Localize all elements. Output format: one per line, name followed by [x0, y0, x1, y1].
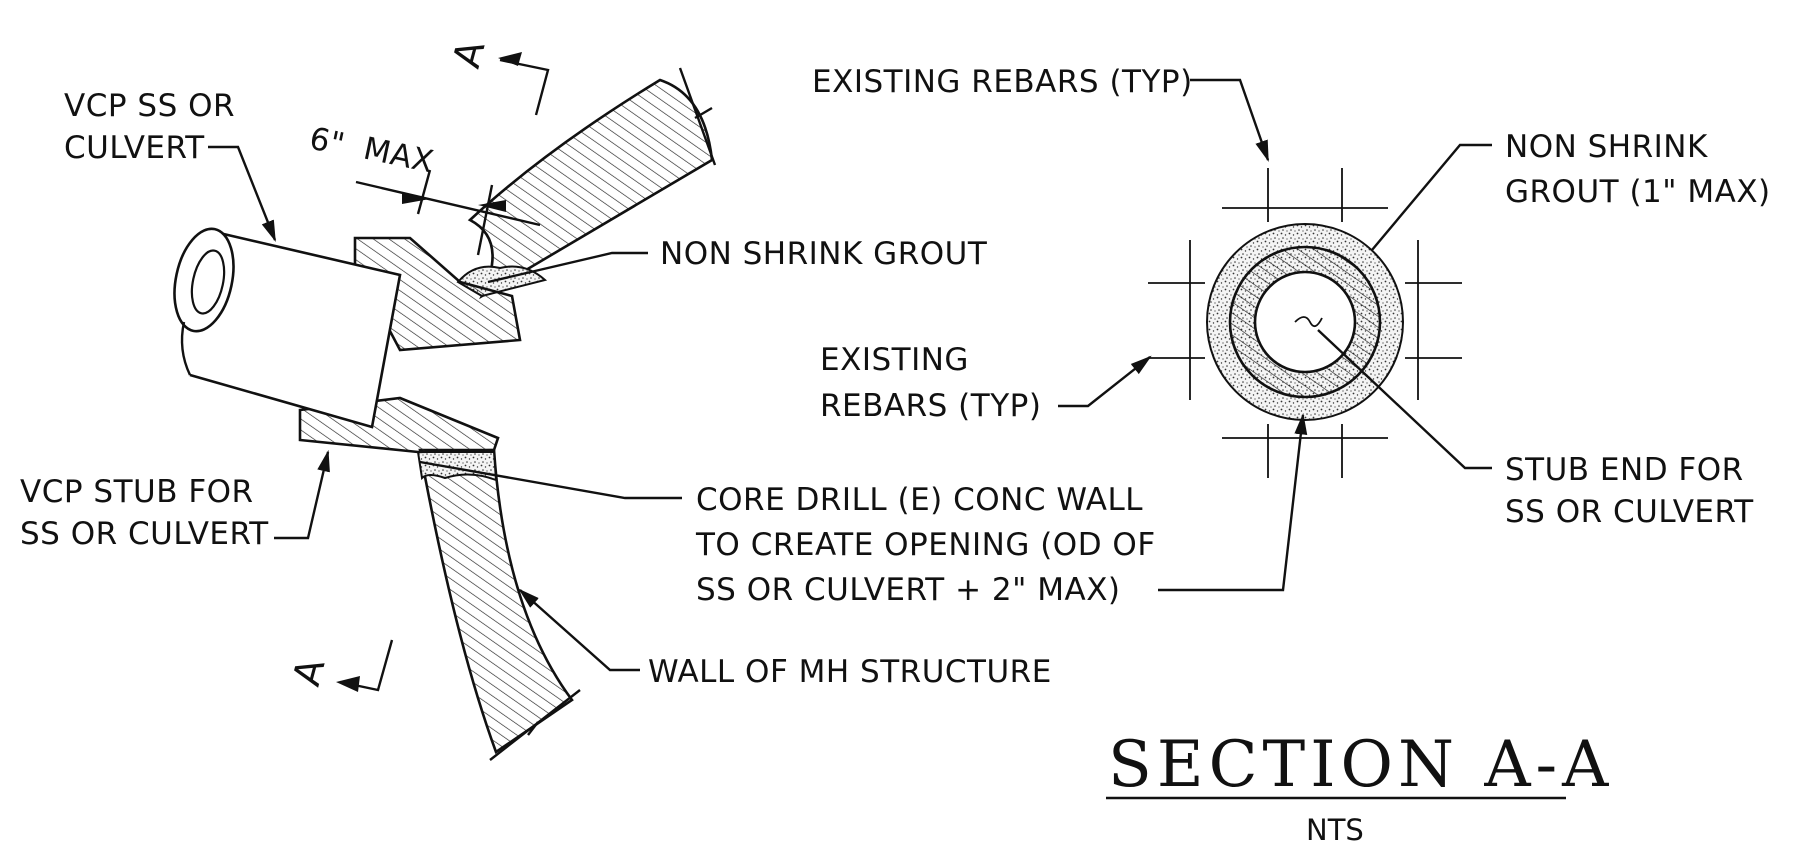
leader-non-shrink-grout: [487, 251, 648, 284]
label-existing-rebars-top: EXISTING REBARS (TYP): [812, 64, 1193, 100]
leader-vcp-stub: [274, 449, 330, 540]
section-marker-top: A: [444, 36, 550, 116]
dim-tick-left: [416, 169, 432, 215]
section-marker-bottom: A: [284, 639, 394, 692]
label-core-drill-line2: TO CREATE OPENING (OD OF: [695, 527, 1156, 563]
wall-break-line-top: [678, 67, 717, 166]
scale-label: NTS: [1306, 813, 1364, 847]
label-core-drill-line1: CORE DRILL (E) CONC WALL: [696, 482, 1143, 518]
label-non-shrink-line1: NON SHRINK: [1505, 129, 1708, 165]
label-vcp-stub-line2: SS OR CULVERT: [20, 516, 269, 552]
dim-arrow-1: [402, 192, 430, 204]
dim-tick-right: [476, 184, 494, 256]
label-wall-mh: WALL OF MH STRUCTURE: [648, 654, 1052, 690]
label-stub-end-line2: SS OR CULVERT: [1505, 494, 1754, 530]
center-mark: [1294, 316, 1323, 328]
grout-lower: [416, 451, 498, 482]
label-dim-6: 6": [306, 121, 348, 163]
leader-core-drill-right: [1158, 412, 1308, 592]
label-vcp-stub-line1: VCP STUB FOR: [20, 474, 254, 510]
wall-break-line-bottom: [489, 689, 581, 761]
label-existing-rebars-left-line1: EXISTING: [820, 342, 969, 378]
pipe-inner-line: [180, 321, 192, 376]
section-title: SECTION A-A: [1108, 728, 1613, 802]
mh-wall-lower: [418, 448, 574, 755]
label-non-shrink-line2: GROUT (1" MAX): [1505, 174, 1771, 210]
leader-core-drill: [419, 460, 682, 500]
label-stub-end-line1: STUB END FOR: [1505, 452, 1744, 488]
right-labels: EXISTING REBARS (TYP) EXISTING REBARS (T…: [812, 64, 1771, 530]
leader-vcp-ss: [208, 145, 277, 243]
vcp-pipe: [189, 230, 402, 429]
dim-arrow-2: [478, 200, 506, 212]
pipe-penetration-detail: A A: [173, 36, 717, 761]
pipe-bore-section: [1253, 270, 1357, 374]
label-core-drill-line3: SS OR CULVERT + 2" MAX): [696, 572, 1121, 608]
leader-stub-end: [1317, 329, 1492, 470]
leader-wall-mh: [518, 588, 640, 672]
label-vcp-ss-line2: CULVERT: [64, 130, 205, 166]
mh-wall-upper: [467, 78, 714, 300]
section-view: [1058, 78, 1492, 592]
pipe-bore: [190, 249, 226, 315]
svg-text:A: A: [284, 654, 333, 691]
leader-existing-rebars-top: [1190, 78, 1270, 163]
left-labels: VCP SS OR CULVERT 6" MAX NON SHRINK GROU…: [20, 88, 1156, 690]
label-existing-rebars-left-line2: REBARS (TYP): [820, 388, 1041, 424]
svg-text:A: A: [444, 36, 493, 73]
dim-line-6max: [355, 180, 541, 227]
label-non-shrink-grout: NON SHRINK GROUT: [660, 236, 988, 272]
title-block: SECTION A-A NTS: [1106, 728, 1613, 847]
label-dim-max: MAX: [360, 131, 437, 181]
label-vcp-ss-line1: VCP SS OR: [64, 88, 235, 124]
leader-existing-rebars-left: [1058, 355, 1152, 408]
rebars: [1148, 168, 1462, 478]
leader-non-shrink-grout-right: [1371, 143, 1492, 251]
